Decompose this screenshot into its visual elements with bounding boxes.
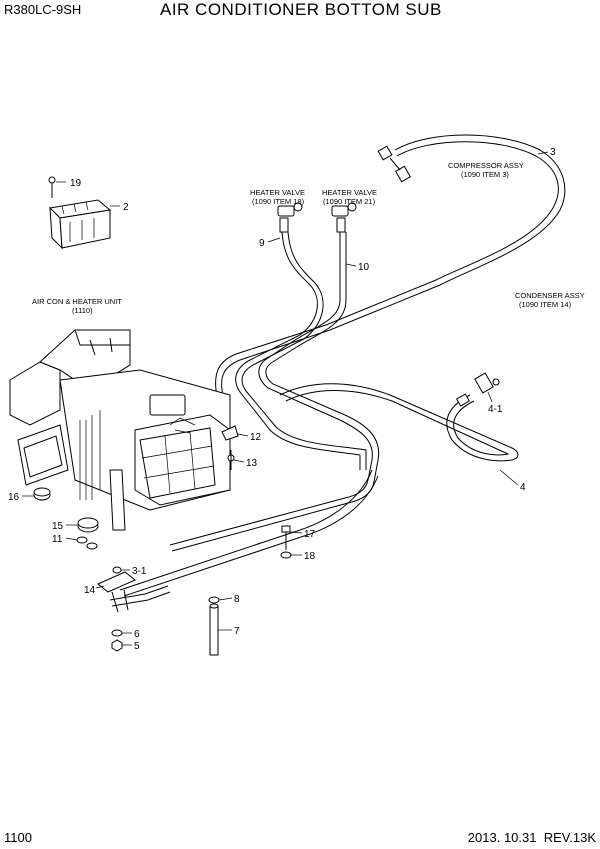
note-heater-valve-1-line1: HEATER VALVE [250, 188, 305, 197]
callout-17: 17 [304, 529, 316, 540]
leader-4 [499, 469, 519, 486]
page-number: 1100 [4, 830, 32, 845]
hose-9 [235, 231, 367, 470]
leader-12 [237, 433, 249, 437]
leader-17 [289, 531, 303, 534]
hose-3-compressor-line [215, 134, 566, 431]
callout-12: 12 [250, 432, 262, 443]
leader-8 [218, 597, 233, 601]
callout-7: 7 [234, 626, 240, 637]
callout-13: 13 [246, 458, 258, 469]
revision-info: 2013. 10.31 REV.13K [468, 830, 596, 845]
heater-valve-21 [331, 202, 357, 233]
callout-9: 9 [259, 238, 265, 249]
compressor-fitting [377, 145, 412, 183]
callout-8: 8 [234, 594, 240, 605]
note-aircon-unit-line2: (1110) [72, 306, 93, 315]
drain-cap-15 [77, 517, 99, 533]
leader-9 [267, 237, 281, 243]
nut-5 [111, 639, 123, 652]
callout-10: 10 [358, 262, 370, 273]
screw-19 [48, 176, 56, 198]
hose-4-condenser-line [279, 383, 519, 462]
callout-11: 11 [52, 534, 63, 545]
note-heater-valve-2-line1: HEATER VALVE [322, 188, 377, 197]
callout-5: 5 [134, 641, 140, 652]
note-condenser-line1: CONDENSER ASSY [515, 291, 585, 300]
revision-date: 2013. 10.31 [467, 830, 537, 845]
heater-valve-18 [277, 202, 303, 233]
note-heater-valve-2-line2: (1090 ITEM 21) [323, 197, 376, 206]
bolt-17 [281, 525, 291, 550]
washer-18 [280, 551, 292, 559]
relay-box-2 [48, 199, 112, 250]
leader-4-1 [487, 391, 493, 403]
callout-4-1: 4-1 [488, 404, 503, 415]
condenser-fitting [455, 372, 500, 407]
callout-18: 18 [304, 551, 316, 562]
callout-19: 19 [70, 178, 82, 189]
model-code: R380LC-9SH [4, 2, 82, 17]
note-compressor-line1: COMPRESSOR ASSY [448, 161, 524, 170]
leader-13 [233, 459, 245, 463]
valve-14 [97, 571, 136, 613]
callout-3-1: 3-1 [132, 566, 147, 577]
leader-3 [537, 151, 549, 155]
aircon-heater-unit [9, 329, 231, 531]
callout-6: 6 [134, 629, 140, 640]
note-aircon-unit-line1: AIR CON & HEATER UNIT [32, 297, 122, 306]
leader-14 [95, 585, 105, 589]
revision-code: REV.13K [543, 830, 596, 845]
clamp-11 [76, 536, 98, 550]
washer-6 [111, 629, 123, 637]
page-title: AIR CONDITIONER BOTTOM SUB [160, 0, 442, 19]
bracket-12 [221, 425, 239, 441]
callout-15: 15 [52, 521, 64, 532]
callout-3: 3 [550, 147, 556, 158]
note-condenser-line2: (1090 ITEM 14) [519, 300, 572, 309]
clamp-3-1 [112, 566, 122, 574]
callout-16: 16 [8, 492, 20, 503]
drain-hose-7 [209, 603, 219, 656]
leader-10 [345, 263, 357, 267]
clamp-8 [208, 596, 220, 604]
bolt-13 [227, 450, 235, 470]
leader-11 [65, 537, 78, 541]
note-heater-valve-1-line2: (1090 ITEM 18) [252, 197, 305, 206]
callout-14: 14 [84, 585, 96, 596]
callout-4: 4 [520, 482, 526, 493]
note-compressor-line2: (1090 ITEM 3) [461, 170, 509, 179]
hose-lower-drain [109, 469, 379, 607]
grommet-16 [33, 487, 51, 501]
callout-2: 2 [123, 202, 129, 213]
